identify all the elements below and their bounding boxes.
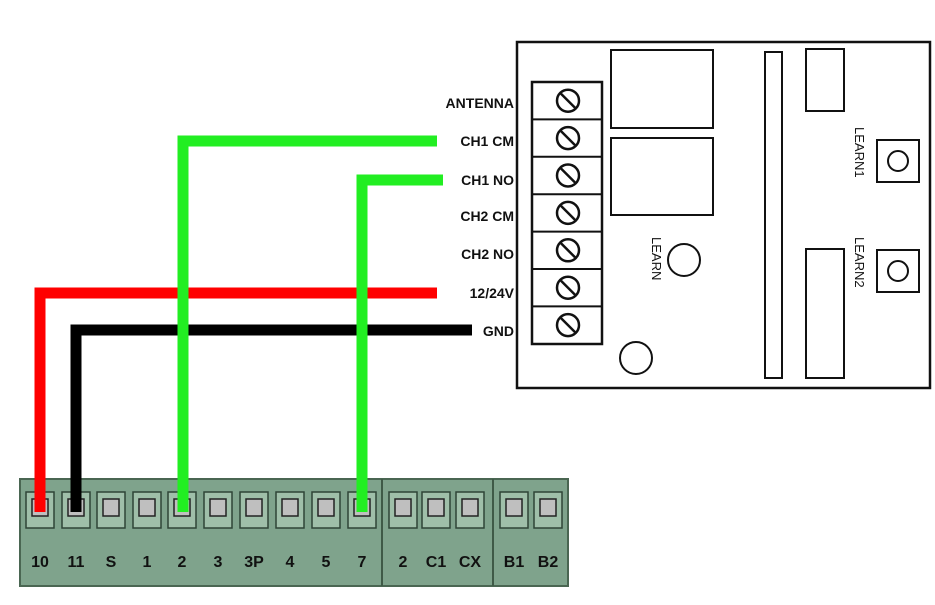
wire-red-12-24v (34, 287, 437, 512)
receiver-terminal-labels: ANTENNA CH1 CM CH1 NO CH2 CM CH2 NO 12/2… (446, 95, 515, 339)
wires (34, 135, 472, 512)
wire-green-ch1-cm (177, 135, 437, 512)
screw-slot-icon (560, 130, 576, 146)
wire-black-gnd (70, 324, 472, 512)
learn1-label: LEARN1 (852, 127, 867, 178)
controller-terminal-label: 11 (68, 554, 85, 571)
terminal-screw-icon (245, 498, 263, 517)
relay-2 (610, 137, 714, 216)
screw-slot-icon (560, 317, 576, 333)
status-led (619, 341, 653, 375)
terminal-screw-icon (394, 498, 412, 517)
terminal-screw-icon (138, 498, 156, 517)
label-ch2-cm: CH2 CM (460, 208, 514, 224)
receiver-board: LEARN LEARN1 LEARN2 (515, 40, 932, 390)
controller-screws (25, 491, 563, 529)
controller-terminal-label: CX (459, 554, 482, 571)
controller-terminal-label: 3 (214, 554, 223, 571)
terminal-screw-icon (281, 498, 299, 517)
controller-terminal-label: 3P (244, 554, 264, 571)
controller-terminal-label: 4 (286, 554, 295, 571)
label-gnd: GND (483, 323, 514, 339)
relay-1 (610, 49, 714, 129)
screw-slot-icon (560, 205, 576, 221)
controller-terminal-label: 5 (322, 554, 331, 571)
screw-slot-icon (560, 279, 576, 296)
terminal-screw-icon (317, 498, 335, 517)
controller-terminal-label: 2 (178, 554, 187, 571)
screw-slot-icon (560, 242, 576, 259)
learn2-button-cap (887, 260, 909, 282)
terminal-screw-icon (461, 498, 479, 517)
terminal-screw-icon (539, 498, 557, 517)
controller-terminal-label: 1 (143, 554, 152, 571)
controller-terminal-label: B2 (538, 554, 559, 571)
learn-led (667, 243, 701, 277)
controller-terminal-label: S (106, 554, 117, 571)
controller-labels: 10 11 S 1 2 3 3P 4 5 7 2 C1 CX B1 B2 (31, 554, 558, 571)
label-ch1-no: CH1 NO (461, 172, 514, 188)
board-component-top (805, 48, 845, 112)
terminal-screw-icon (505, 498, 523, 517)
label-ch1-cm: CH1 CM (460, 133, 514, 149)
terminal-screw-icon (427, 498, 445, 517)
learn1-button-cap (887, 150, 909, 172)
wire-green-ch1-no (356, 174, 443, 512)
learn-label: LEARN (649, 237, 664, 280)
screw-slot-icon (560, 92, 576, 109)
label-12-24v: 12/24V (470, 285, 515, 301)
learn2-label: LEARN2 (852, 237, 867, 288)
controller-terminal-label: 7 (358, 554, 367, 571)
board-component-bottom (805, 248, 845, 379)
controller-terminal-label: 2 (399, 554, 408, 571)
controller-terminal-label: C1 (426, 554, 447, 571)
receiver-terminal-rows (532, 88, 602, 338)
terminal-screw-icon (102, 498, 120, 517)
label-ch2-no: CH2 NO (461, 246, 514, 262)
screw-slot-icon (560, 167, 576, 184)
terminal-screw-icon (209, 498, 227, 517)
board-slot (764, 51, 783, 379)
controller-terminal-label: 10 (31, 554, 49, 571)
controller-terminal-block: 10 11 S 1 2 3 3P 4 5 7 2 C1 CX B1 B2 (19, 478, 569, 587)
learn1-button[interactable] (876, 139, 920, 183)
label-antenna: ANTENNA (446, 95, 514, 111)
controller-terminal-label: B1 (504, 554, 525, 571)
